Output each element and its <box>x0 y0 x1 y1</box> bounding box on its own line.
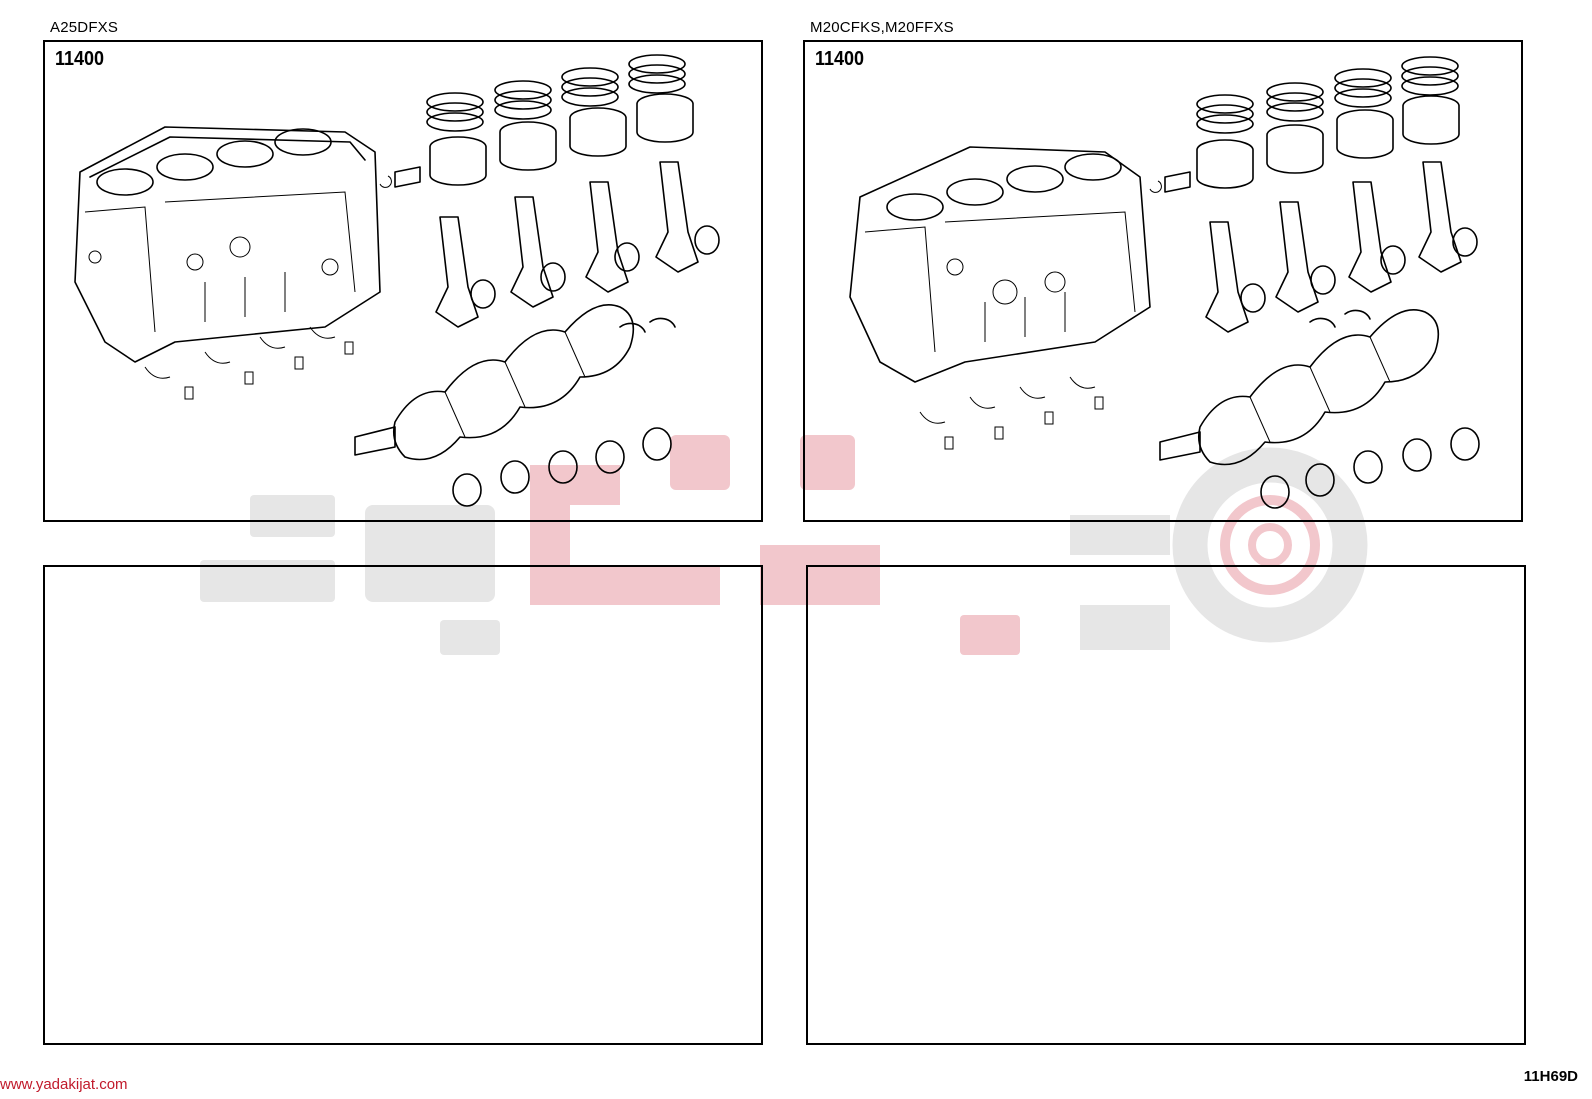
cylinder-block-illustration <box>849 146 1151 383</box>
oil-jet-illustration <box>144 326 336 379</box>
diagram-panel-m20: 11400 <box>803 40 1523 522</box>
bearing-illustration <box>1240 227 1480 509</box>
empty-panel-bottom-left <box>43 565 763 1045</box>
crankshaft-illustration <box>1159 308 1440 466</box>
diagram-panel-a25dfxs: 11400 <box>43 40 763 522</box>
bearing-illustration <box>452 225 720 507</box>
bolt-illustration <box>184 341 354 400</box>
crankshaft-illustration <box>354 303 635 461</box>
connecting-rod-illustration <box>1205 161 1462 333</box>
piston-ring-set-illustration <box>1196 56 1459 134</box>
empty-panel-bottom-right <box>806 565 1526 1045</box>
oil-jet-illustration <box>919 376 1096 424</box>
illustration-code: 11H69D <box>1523 1068 1578 1085</box>
engine-label-m20: M20CFKS,M20FFXS <box>810 19 954 36</box>
cylinder-block-illustration <box>74 126 381 363</box>
bolt-illustration <box>944 396 1104 450</box>
piston-illustration <box>379 93 694 188</box>
piston-illustration <box>1149 95 1460 193</box>
website-link[interactable]: www.yadakijat.com <box>0 1076 128 1093</box>
illustration-number: 11400 <box>55 48 105 70</box>
connecting-rod-illustration <box>435 161 699 328</box>
engine-label-a25dfxs: A25DFXS <box>50 19 119 36</box>
illustration-number: 11400 <box>815 48 865 70</box>
piston-ring-set-illustration <box>426 54 686 132</box>
